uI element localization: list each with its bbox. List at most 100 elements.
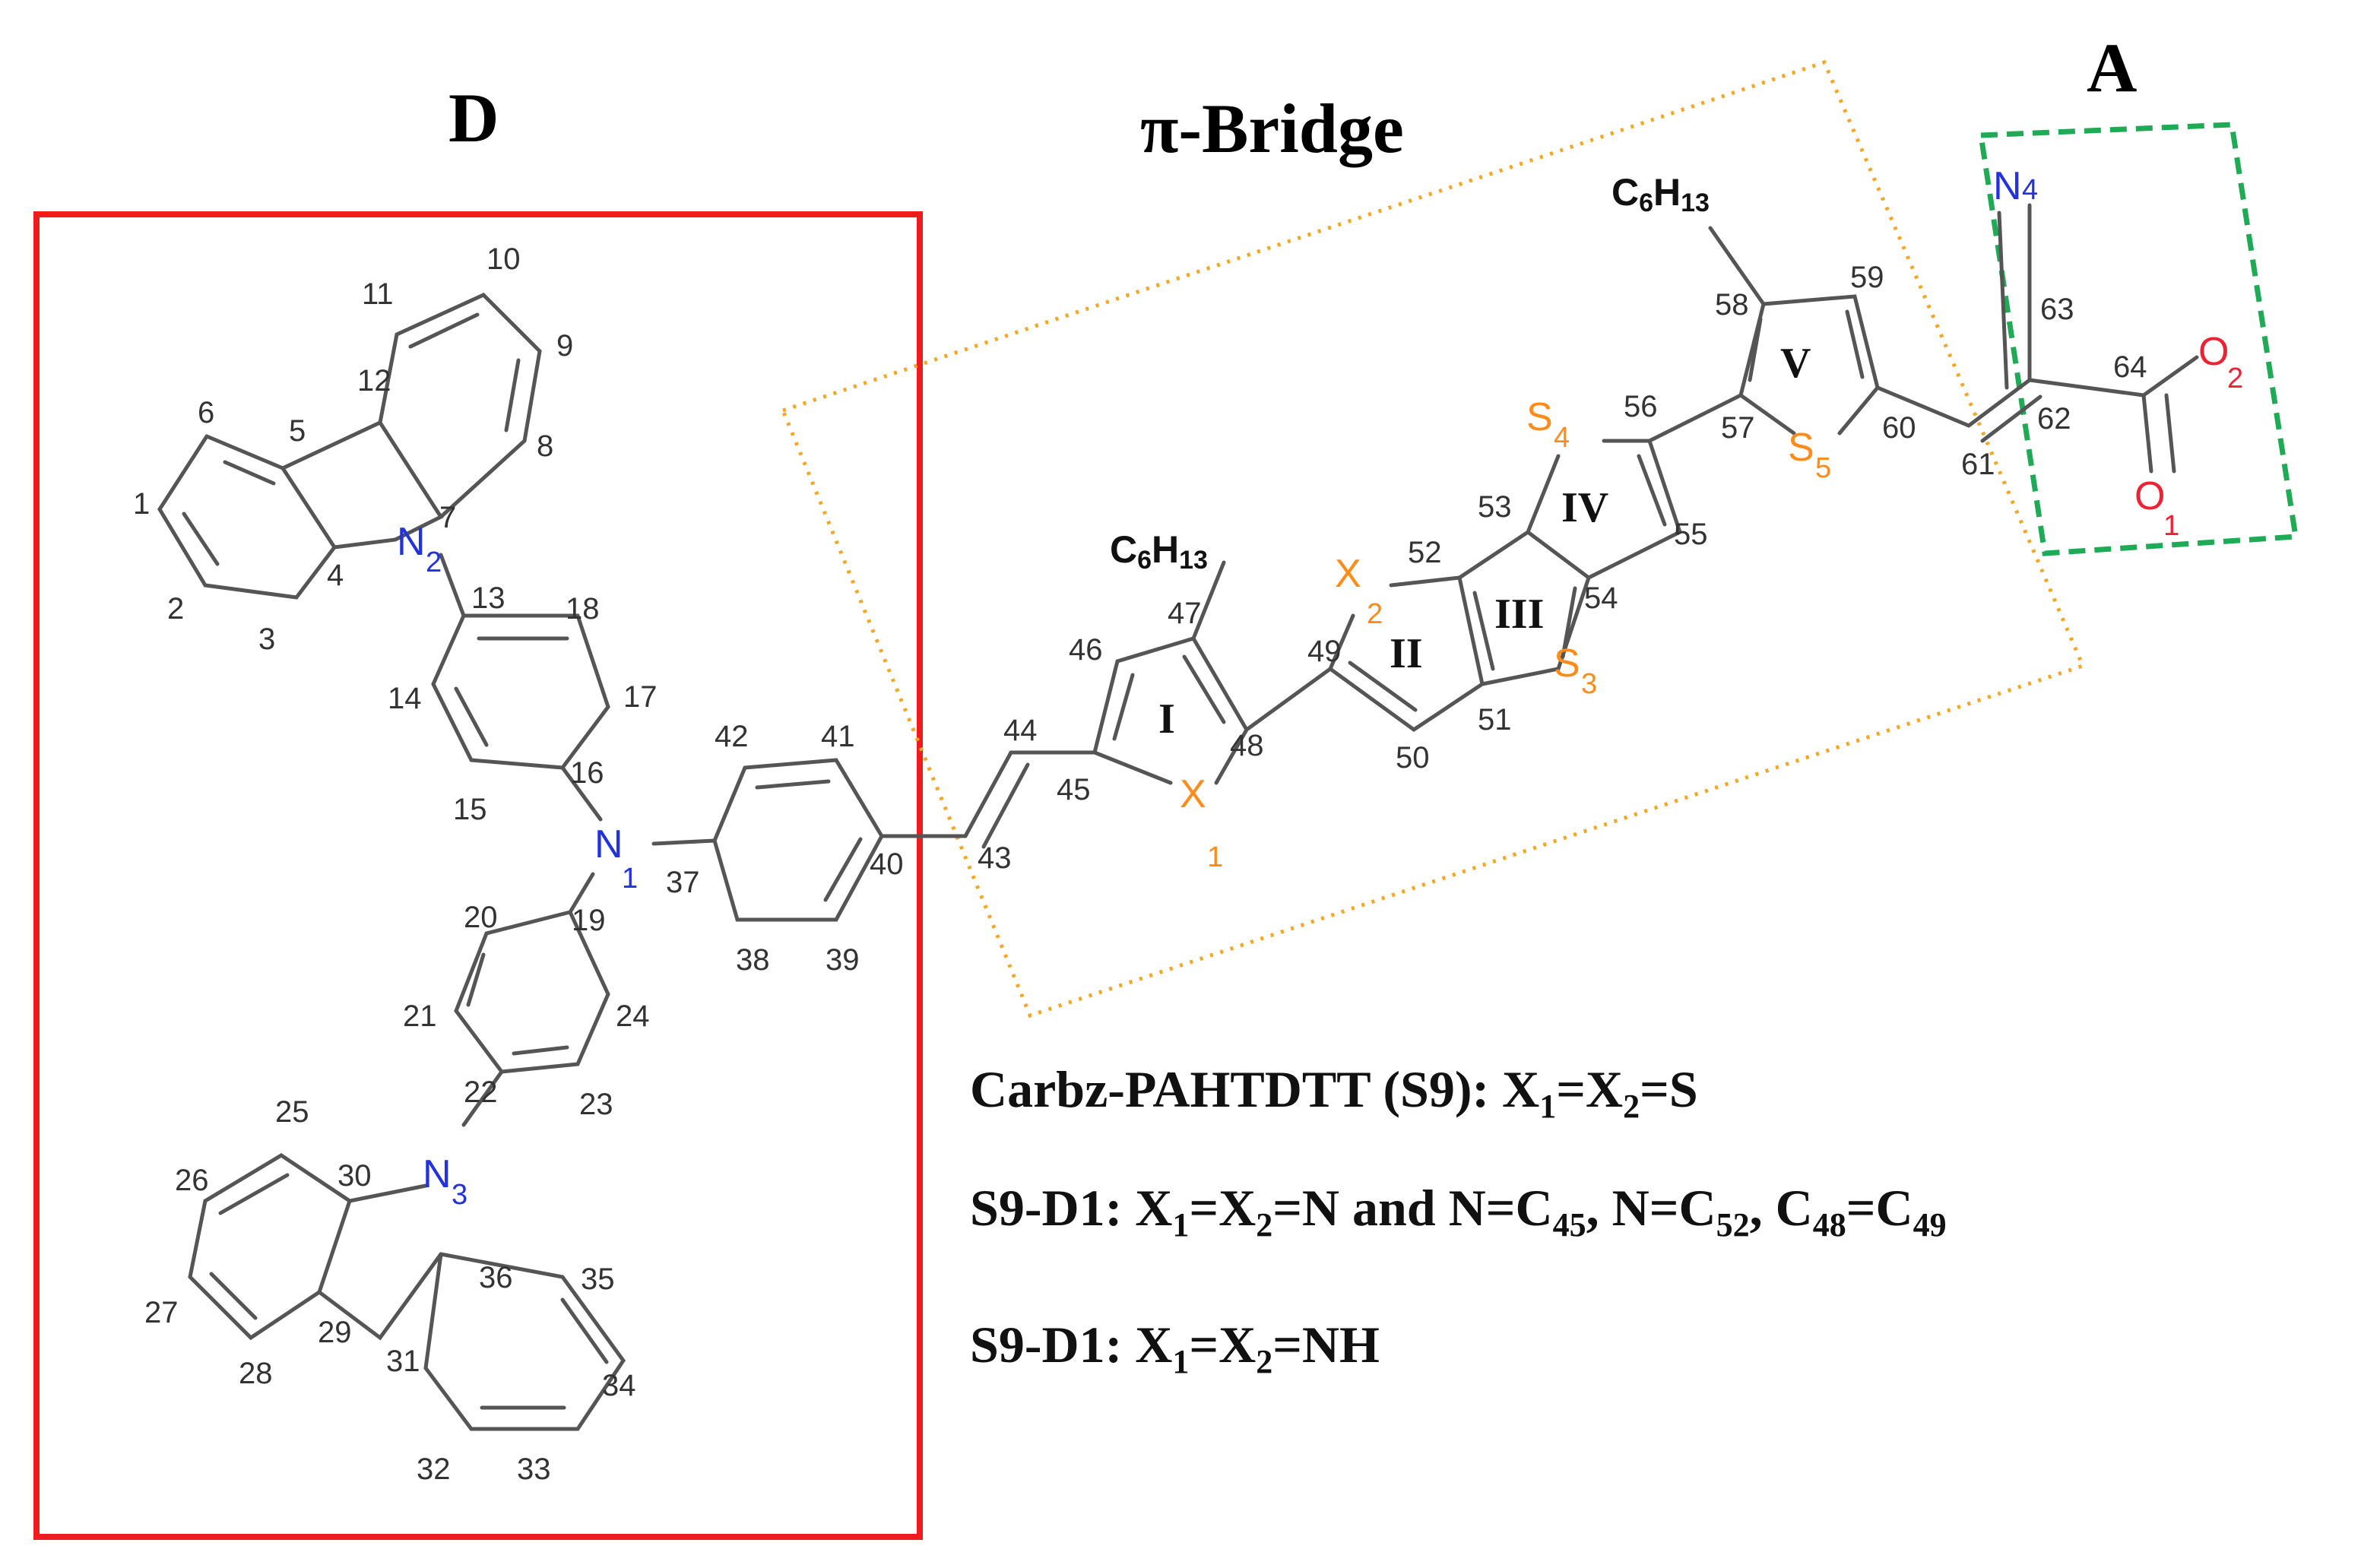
atom-index: 1	[2163, 510, 2179, 542]
atom-number: 18	[566, 592, 600, 626]
atom-number: 9	[556, 329, 573, 363]
bonds	[157, 203, 2199, 1431]
atom-index: 1	[1207, 841, 1223, 873]
atom-numbers: 1 2 3 4 5 6 7 8 9 10 11 12 13 14 15 16 1…	[133, 242, 2147, 1486]
atom-number: 61	[1961, 448, 1995, 481]
atom-number: 20	[464, 901, 498, 934]
ring-labels: I II III IV V	[1158, 340, 1811, 743]
atom-index: 2	[2227, 363, 2243, 394]
atom-number: 16	[570, 756, 604, 790]
atom-number: 46	[1069, 633, 1103, 667]
atom-n3: N 3	[423, 1152, 467, 1211]
hexyl-formula: C6H13	[1611, 171, 1710, 217]
atom-x1: X 1	[1180, 772, 1223, 873]
ring-label-ii: II	[1390, 630, 1423, 677]
atom-s5: S 5	[1788, 426, 1831, 484]
atom-index: 5	[1815, 452, 1831, 484]
atom-number: 24	[616, 1000, 650, 1033]
atom-number: 23	[579, 1088, 613, 1121]
atom-number: 19	[572, 904, 606, 937]
atom-number: 28	[239, 1357, 273, 1390]
acceptor-label: A	[2087, 29, 2137, 106]
atom-number: 53	[1478, 490, 1512, 524]
atom-n4: N 4	[1993, 164, 2038, 208]
atom-number: 50	[1396, 741, 1430, 775]
atom-number: 47	[1168, 597, 1202, 630]
atom-number: 59	[1850, 261, 1884, 294]
atom-number: 36	[479, 1261, 513, 1294]
ring-label-i: I	[1158, 695, 1175, 743]
atom-number: 33	[517, 1453, 551, 1486]
atom-number: 13	[471, 581, 505, 615]
atom-number: 38	[736, 943, 770, 977]
atom-number: 58	[1715, 288, 1749, 322]
atom-element: S	[1554, 642, 1580, 686]
atom-number: 11	[362, 277, 394, 311]
atom-o1: O 1	[2134, 474, 2179, 542]
hexyl-formula: C6H13	[1110, 528, 1208, 575]
atom-number: 10	[486, 242, 521, 276]
atom-number: 14	[388, 682, 422, 715]
atom-s3: S 3	[1554, 642, 1597, 700]
atom-number: 3	[258, 623, 275, 656]
atom-number: 6	[198, 396, 214, 429]
atom-number: 21	[403, 1000, 437, 1033]
donor-label: D	[448, 79, 499, 157]
atom-number: 1	[133, 487, 150, 521]
atom-element: N	[397, 520, 426, 564]
atom-element: X	[1180, 772, 1206, 816]
atom-x2: X 2	[1335, 552, 1383, 630]
atom-number: 48	[1230, 729, 1264, 762]
heteroatoms: N 1 N 2 N 3 N 4 X 1 X 2 S 3 S 4	[397, 164, 2243, 1211]
atom-number: 26	[175, 1164, 209, 1197]
ring-label-iv: IV	[1561, 484, 1608, 531]
atom-number: 27	[144, 1296, 179, 1329]
atom-number: 39	[826, 943, 860, 977]
atom-number: 57	[1721, 411, 1755, 445]
atom-number: 4	[327, 559, 344, 592]
atom-index: 2	[1367, 598, 1383, 630]
ring-label-v: V	[1780, 340, 1811, 387]
atom-number: 22	[464, 1076, 498, 1109]
atom-number: 51	[1478, 703, 1512, 737]
atom-n2: N 2	[397, 520, 442, 578]
atom-number: 37	[666, 866, 700, 899]
caption-line-2: S9-D1: X1=X2=N and N=C45, N=C52, C48=C49	[970, 1179, 1947, 1243]
donor-box	[33, 211, 923, 1540]
atom-number: 55	[1674, 518, 1708, 551]
atom-index: 3	[1581, 668, 1597, 700]
atom-number: 31	[386, 1345, 420, 1378]
atom-number: 40	[870, 847, 904, 881]
atom-number: 60	[1882, 411, 1916, 445]
atom-number: 54	[1584, 581, 1618, 615]
atom-number: 63	[2040, 293, 2074, 326]
atom-number: 34	[602, 1369, 636, 1402]
atom-n1: N 1	[594, 822, 638, 895]
atom-element: S	[1788, 426, 1814, 470]
atom-number: 64	[2113, 350, 2147, 384]
atom-number: 5	[289, 414, 306, 448]
acceptor-box	[1977, 122, 2299, 556]
ring-label-iii: III	[1494, 591, 1544, 638]
atom-element: N	[1993, 164, 2022, 208]
atom-index: 4	[1554, 422, 1570, 454]
atom-number: 49	[1307, 635, 1342, 668]
atom-element: S	[1526, 395, 1553, 439]
atom-number: 62	[2037, 402, 2071, 436]
hexyl-group-47: C6H13	[1110, 528, 1208, 575]
atom-number: 42	[715, 720, 749, 753]
atom-number: 29	[318, 1316, 352, 1349]
atom-index: 1	[622, 863, 638, 895]
atom-index: 4	[2022, 174, 2038, 206]
atom-number: 30	[338, 1159, 372, 1193]
caption-line-3: S9-D1: X1=X2=NH	[970, 1316, 1380, 1380]
atom-number: 44	[1003, 714, 1038, 747]
atom-s4: S 4	[1526, 395, 1570, 454]
atom-element: N	[594, 822, 623, 866]
atom-number: 15	[453, 793, 487, 826]
atom-number: 41	[821, 720, 855, 753]
atom-number: 25	[275, 1095, 309, 1129]
atom-number: 43	[978, 841, 1012, 875]
